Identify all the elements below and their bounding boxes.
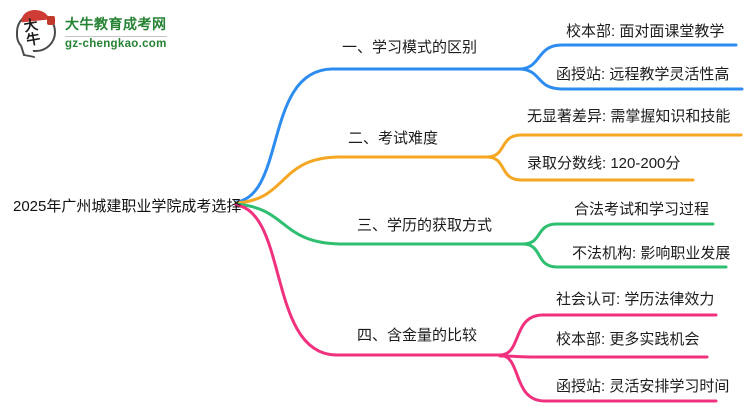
branch-1-leaf-1: 校本部: 面对面课堂教学 [566, 23, 725, 40]
branch-2-leaf-2-line [485, 155, 695, 182]
branch-3-leaf-2: 不法机构: 影响职业发展 [572, 245, 731, 262]
logo-seal-icon [47, 16, 55, 25]
branch-1-leaf-2: 函授站: 远程教学灵活性高 [556, 66, 730, 83]
site-url: gz-chengkao.com [65, 38, 167, 50]
branch-3-main-line [234, 202, 525, 246]
logo-mark-text: 大牛 [22, 15, 44, 49]
branch-3-leaf-2-line [521, 242, 728, 269]
site-name: 大牛教育成考网 [65, 16, 167, 32]
branch-3-title: 三、学历的获取方式 [357, 217, 493, 234]
branch-1-main-line [234, 67, 522, 204]
site-logo: 大牛 大牛教育成考网 gz-chengkao.com [16, 8, 167, 59]
branch-4-leaf-3-line [498, 353, 718, 403]
root-node: 2025年广州城建职业学院成考选择 [13, 198, 242, 215]
branch-2-title: 二、考试难度 [348, 130, 439, 147]
branch-3-leaf-1-line [521, 222, 715, 246]
logo-divider [65, 36, 167, 37]
logo-bubble-icon: 大牛 [16, 8, 56, 59]
branch-3-leaf-1: 合法考试和学习过程 [574, 201, 710, 218]
branch-4-leaf-1: 社会认可: 学历法律效力 [556, 291, 715, 308]
branch-1-title: 一、学习模式的区别 [342, 39, 478, 56]
branch-2-main-line [234, 155, 489, 205]
branch-2-leaf-2: 录取分数线: 120-200分 [527, 155, 681, 172]
branch-1-leaf-2-line [518, 67, 744, 91]
branch-4-leaf-3: 函授站: 灵活安排学习时间 [556, 378, 730, 395]
branch-4-leaf-1-line [498, 313, 718, 357]
branch-4-title: 四、含金量的比较 [357, 327, 478, 344]
branch-4-main-line [234, 203, 502, 357]
branch-4-leaf-2-line [498, 354, 709, 359]
branch-4-leaf-2: 校本部: 更多实践机会 [556, 331, 700, 348]
logo-text-block: 大牛教育成考网 gz-chengkao.com [65, 14, 167, 50]
branch-2-leaf-1: 无显著差异: 需掌握知识和技能 [527, 108, 731, 125]
branch-1-leaf-1-line [518, 43, 738, 71]
